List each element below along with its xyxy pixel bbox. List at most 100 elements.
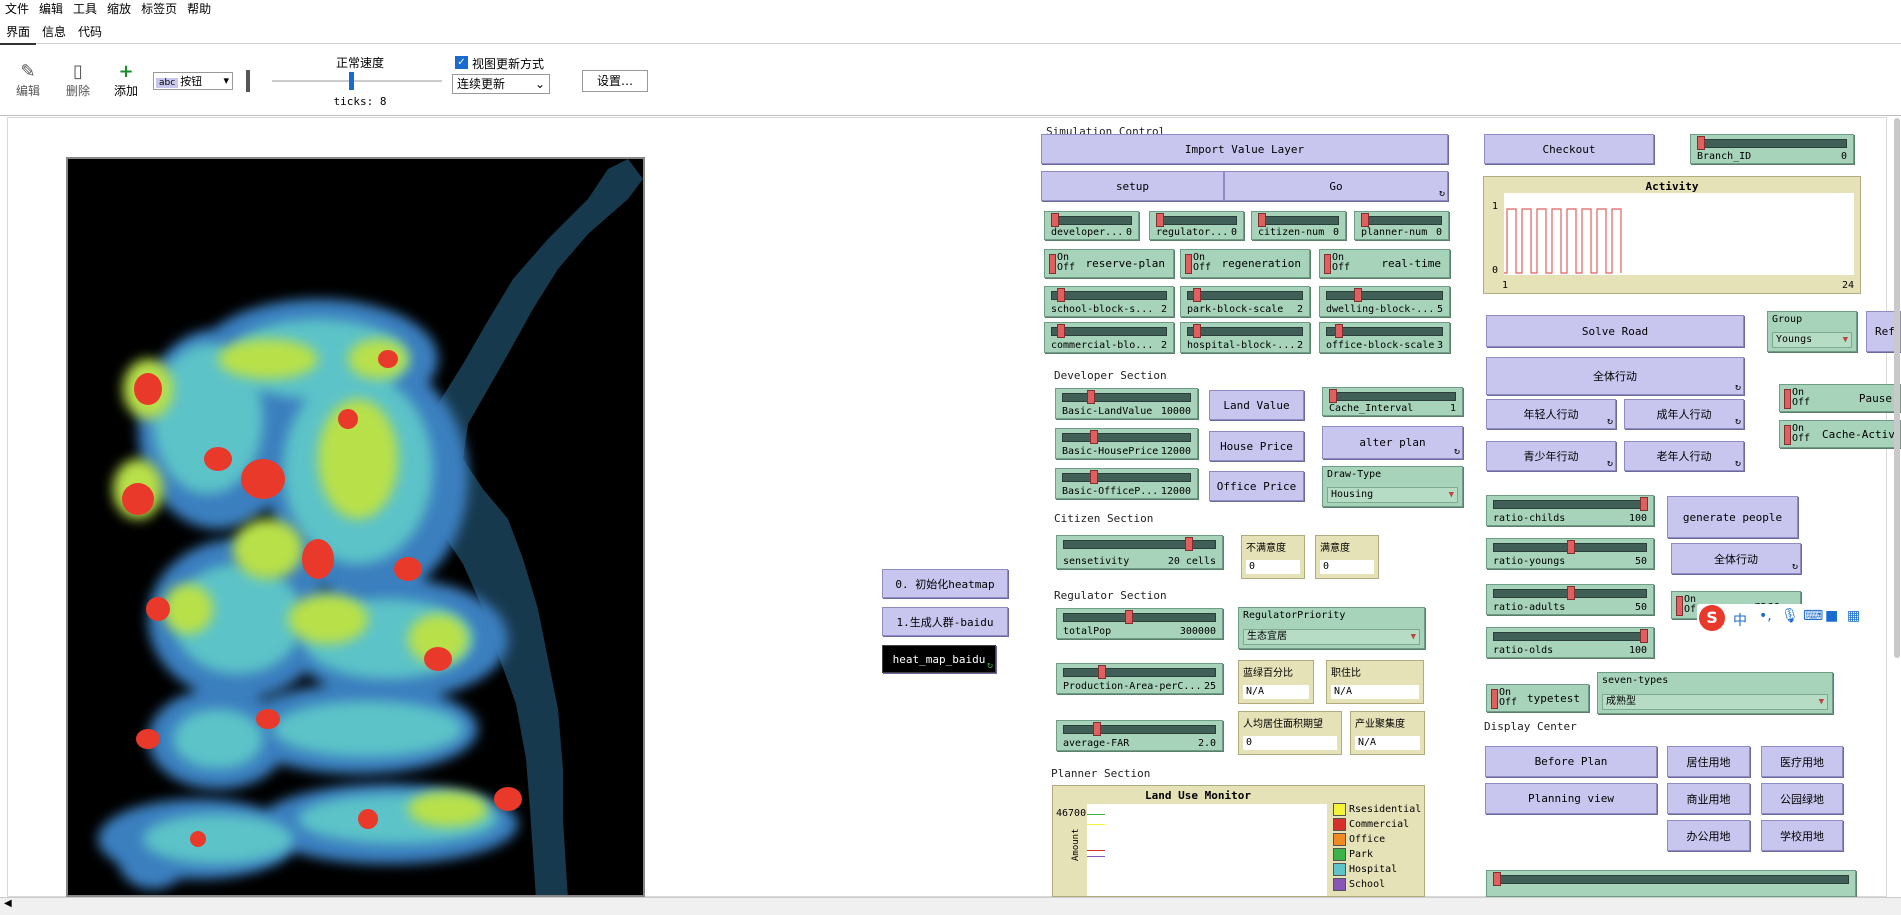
switch-handle[interactable] (1491, 689, 1498, 709)
tab-info[interactable]: 信息 (42, 25, 67, 39)
teen-act-button[interactable]: 青少年行动 ↻ (1486, 441, 1616, 471)
menu-edit[interactable]: 编辑 (39, 2, 64, 16)
slider-knob[interactable] (1567, 586, 1575, 600)
world-view[interactable] (66, 157, 645, 897)
menu-tabs[interactable]: 标签页 (141, 2, 178, 16)
switch-handle[interactable] (1049, 254, 1056, 274)
slider-knob[interactable] (1090, 430, 1098, 444)
developer-slider-2[interactable]: Basic-OfficeP...12000 (1055, 468, 1198, 499)
adult-act-button[interactable]: 成年人行动 ↻ (1624, 399, 1744, 429)
go-button[interactable]: Go ↻ (1224, 171, 1448, 201)
slider-knob[interactable] (1090, 470, 1098, 484)
office-price-button[interactable]: Office Price (1209, 471, 1304, 501)
add-tool[interactable]: + 添加 (106, 62, 146, 99)
slider-knob[interactable] (1697, 136, 1705, 150)
slider-knob[interactable] (1093, 722, 1101, 736)
slider-knob[interactable] (1057, 324, 1065, 338)
update-mode-select[interactable]: 连续更新⌄ (452, 74, 550, 94)
switch-handle[interactable] (1185, 254, 1192, 274)
slider-knob[interactable] (1329, 389, 1337, 403)
park-land-button[interactable]: 公园绿地 (1761, 783, 1843, 814)
delete-tool[interactable]: ▯ 删除 (58, 62, 98, 99)
residential-land-button[interactable]: 居住用地 (1667, 746, 1750, 777)
planning-view-button[interactable]: Planning view (1485, 783, 1657, 814)
block-scale-slider-3[interactable]: commercial-blo...2 (1044, 322, 1174, 353)
sensetivity-slider[interactable]: sensetivity 20 cells (1056, 535, 1223, 569)
checkout-button[interactable]: Checkout (1484, 134, 1654, 164)
slider-knob[interactable] (1640, 629, 1648, 643)
agent-count-slider-1[interactable]: regulator...0 (1149, 211, 1244, 240)
slider-knob[interactable] (1098, 665, 1106, 679)
before-plan-button[interactable]: Before Plan (1485, 746, 1657, 777)
old-act-button[interactable]: 老年人行动 ↻ (1624, 441, 1744, 471)
school-land-button[interactable]: 学校用地 (1761, 820, 1843, 851)
slider-knob[interactable] (1156, 213, 1164, 227)
block-scale-slider-4[interactable]: hospital-block-...2 (1180, 322, 1310, 353)
cache-interval-slider[interactable]: Cache_Interval 1 (1322, 387, 1463, 416)
solve-road-button[interactable]: Solve Road (1486, 315, 1744, 347)
punctuation-icon[interactable]: •, (1759, 608, 1772, 624)
branch-id-slider[interactable]: Branch_ID 0 (1690, 134, 1854, 164)
speed-slider[interactable] (272, 72, 442, 90)
seven-types-chooser[interactable]: seven-types 成熟型 (1597, 672, 1833, 714)
generate-people-button[interactable]: generate people (1667, 496, 1798, 538)
import-value-layer-button[interactable]: Import Value Layer (1041, 134, 1448, 164)
ime-language-label[interactable]: 中 (1733, 613, 1747, 629)
slider-knob[interactable] (1125, 610, 1133, 624)
block-scale-slider-2[interactable]: dwelling-block-...5 (1319, 286, 1450, 317)
slider-knob[interactable] (1051, 213, 1059, 227)
block-scale-slider-0[interactable]: school-block-s...2 (1044, 286, 1174, 317)
average-far-slider[interactable]: average-FAR 2.0 (1056, 720, 1223, 751)
medical-land-button[interactable]: 医疗用地 (1761, 746, 1843, 777)
slider-knob[interactable] (1258, 213, 1266, 227)
production-area-slider[interactable]: Production-Area-perC... 25 (1056, 663, 1223, 694)
edit-tool[interactable]: ✎ 编辑 (8, 62, 48, 99)
tab-code[interactable]: 代码 (78, 25, 103, 39)
menu-help[interactable]: 帮助 (187, 2, 212, 16)
switch-handle[interactable] (1676, 596, 1683, 616)
agent-count-slider-0[interactable]: developer...0 (1044, 211, 1139, 240)
microphone-icon[interactable]: 🎙 (1781, 608, 1799, 624)
scrollbar-thumb[interactable] (1894, 118, 1900, 658)
toolbox-icon[interactable]: ▦ (1847, 608, 1861, 624)
slider-knob[interactable] (1057, 288, 1065, 302)
slider-knob[interactable] (1335, 324, 1343, 338)
settings-button[interactable]: 设置… (582, 70, 648, 92)
scroll-left-arrow-icon[interactable]: ◀ (4, 898, 12, 909)
commercial-land-button[interactable]: 商业用地 (1667, 783, 1750, 814)
menu-file[interactable]: 文件 (5, 2, 30, 16)
tab-interface[interactable]: 界面 (0, 20, 37, 45)
house-price-button[interactable]: House Price (1209, 431, 1304, 461)
keyboard-icon[interactable]: ⌨ (1803, 608, 1824, 624)
skin-icon[interactable]: ■ (1825, 608, 1839, 624)
young-act-button[interactable]: 年轻人行动 ↻ (1486, 399, 1616, 429)
group-chooser[interactable]: Group Youngs (1767, 311, 1857, 352)
slider-knob[interactable] (1087, 390, 1095, 404)
slider-knob[interactable] (1193, 324, 1201, 338)
land-value-button[interactable]: Land Value (1209, 390, 1304, 420)
switch-handle[interactable] (1784, 389, 1791, 409)
alter-plan-button[interactable]: alter plan ↻ (1322, 426, 1463, 459)
slider-knob[interactable] (1185, 537, 1193, 551)
vertical-scrollbar[interactable] (1893, 118, 1901, 658)
menu-zoom[interactable]: 缩放 (107, 2, 132, 16)
menu-tools[interactable]: 工具 (73, 2, 98, 16)
slider-knob[interactable] (1361, 213, 1369, 227)
horizontal-scrollbar[interactable]: ◀ (0, 897, 1901, 915)
draw-type-chooser[interactable]: Draw-Type Housing (1322, 466, 1463, 507)
